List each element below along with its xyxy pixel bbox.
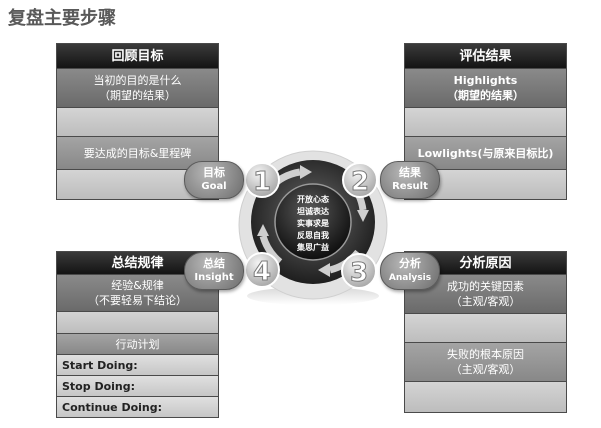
step-en: Result	[392, 181, 428, 192]
panel-row-start-doing: Start Doing:	[56, 354, 219, 376]
row-text: Highlights	[453, 74, 518, 87]
arrow-arc	[259, 234, 283, 265]
row-text: 经验&规律	[111, 279, 164, 292]
row-subtext: （期望的结果）	[447, 89, 524, 102]
panel-row-success-factors: 成功的关键因素 （主观/客观）	[404, 274, 567, 314]
step-en: Insight	[194, 272, 234, 283]
arrow-head	[318, 263, 330, 277]
step-cn: 目标	[203, 166, 225, 179]
panel-header: 评估结果	[404, 43, 567, 69]
step-badge-1: 1	[244, 162, 280, 198]
step-en: Analysis	[388, 273, 432, 283]
step-badge-3: 3	[341, 253, 377, 289]
row-text: 成功的关键因素	[447, 280, 524, 293]
core-values: 开放心态 坦诚表达 实事求是 反思自我 集思广益	[296, 194, 329, 252]
panel-summarize-insight: 总结规律 经验&规律 （不要轻易下结论） 行动计划 Start Doing: S…	[56, 251, 219, 418]
panel-row-blank	[404, 381, 567, 413]
row-subtext: （主观/客观）	[450, 363, 521, 376]
arrow-head	[257, 224, 269, 236]
step-number: 1	[253, 167, 271, 197]
row-text: 失败的根本原因	[447, 348, 524, 361]
panel-row-continue-doing: Continue Doing:	[56, 396, 219, 418]
step-pill-analysis: 分析 Analysis	[380, 252, 440, 290]
page-title: 复盘主要步骤	[8, 8, 116, 29]
step-number: 4	[253, 257, 271, 287]
row-subtext: （期望的结果）	[99, 89, 176, 102]
arrow-head	[357, 210, 369, 222]
panel-row-lowlights: Lowlights(与原来目标比)	[404, 136, 567, 170]
step-cn: 总结	[203, 257, 225, 270]
panel-row-purpose: 当初的目的是什么 （期望的结果）	[56, 68, 219, 108]
row-subtext: （不要轻易下结论）	[88, 294, 187, 307]
step-cn: 分析	[399, 257, 421, 270]
step-number: 3	[350, 258, 368, 288]
core-value: 坦诚表达	[297, 206, 329, 216]
panel-evaluate-result: 评估结果 Highlights （期望的结果） Lowlights(与原来目标比…	[404, 43, 567, 200]
panel-review-goal: 回顾目标 当初的目的是什么 （期望的结果） 要达成的目标&里程碑	[56, 43, 219, 200]
arrow-heads	[257, 165, 369, 277]
panel-row-failure-causes: 失败的根本原因 （主观/客观）	[404, 342, 567, 382]
step-badge-2: 2	[342, 162, 378, 198]
panel-row-action-plan: 行动计划	[56, 333, 219, 355]
panel-row-highlights: Highlights （期望的结果）	[404, 68, 567, 108]
row-subtext: （主观/客观）	[450, 295, 521, 308]
step-number: 2	[351, 167, 369, 197]
step-cn: 结果	[399, 166, 421, 179]
panel-row-blank	[404, 313, 567, 343]
core-value: 开放心态	[297, 194, 329, 204]
core-value: 集思广益	[296, 242, 329, 252]
step-pill-result: 结果 Result	[380, 161, 440, 199]
panel-row-blank	[56, 107, 219, 137]
step-pill-goal: 目标 Goal	[184, 161, 244, 199]
panel-row-milestone: 要达成的目标&里程碑	[56, 136, 219, 170]
step-pill-insight: 总结 Insight	[184, 252, 244, 290]
panel-analyze-cause: 分析原因 成功的关键因素 （主观/客观） 失败的根本原因 （主观/客观）	[404, 251, 567, 413]
arrow-head	[300, 165, 312, 179]
core-value: 反思自我	[297, 230, 329, 240]
row-text: 当初的目的是什么	[93, 74, 182, 87]
cycle-core	[274, 183, 352, 261]
step-badge-4: 4	[244, 252, 280, 288]
core-value: 实事求是	[297, 218, 329, 228]
step-en: Goal	[201, 181, 227, 192]
